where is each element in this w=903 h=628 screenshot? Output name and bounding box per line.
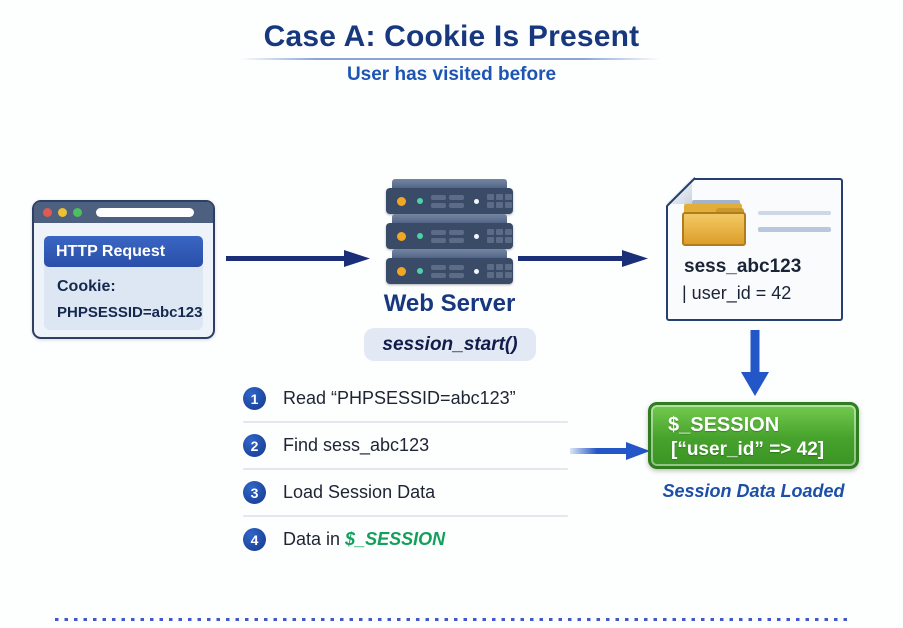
step-label: Find sess_abc123 (283, 435, 430, 455)
step-divider (243, 515, 568, 517)
browser-topbar (34, 202, 213, 223)
arrow-file-to-session-icon (741, 330, 769, 396)
session-variable: $_SESSION (668, 414, 780, 436)
browser-window: HTTP Request Cookie: PHPSESSID=abc123 (32, 200, 215, 339)
session-start-code: session_start() (364, 328, 536, 361)
arrow-server-to-file-icon (518, 250, 648, 267)
led-teal-icon (417, 198, 423, 204)
step-label: Read “PHPSESSID=abc123” (283, 388, 516, 408)
led-teal-icon (417, 268, 423, 274)
led-white-icon (474, 268, 479, 274)
http-request-banner: HTTP Request (44, 236, 203, 267)
bottom-dotted-divider (55, 618, 850, 621)
session-file-card: sess_abc123 | user_id = 42 (666, 177, 843, 321)
session-caption: Session Data Loaded (662, 481, 845, 501)
folder-icon (682, 200, 748, 246)
step-label: Data in $_SESSION (283, 529, 446, 549)
step-item: 3 Load Session Data (243, 470, 568, 515)
http-request-card: HTTP Request Cookie: PHPSESSID=abc123 (44, 236, 203, 330)
step-item: 4 Data in $_SESSION (243, 517, 568, 562)
step-number-badge: 4 (243, 528, 266, 551)
server-unit (386, 214, 513, 249)
file-text-line (758, 227, 831, 232)
server-unit (386, 179, 513, 214)
led-white-icon (474, 198, 479, 204)
server-unit (386, 249, 513, 284)
led-teal-icon (417, 233, 423, 239)
led-amber-icon (397, 231, 406, 241)
led-amber-icon (397, 196, 406, 206)
arrow-steps-to-session-icon (570, 442, 650, 460)
title-divider (240, 58, 660, 60)
traffic-light-yellow-icon (58, 208, 67, 217)
step-item: 1 Read “PHPSESSID=abc123” (243, 376, 568, 421)
page-title: Case A: Cookie Is Present (263, 20, 640, 53)
traffic-light-green-icon (73, 208, 82, 217)
session-value: [“user_id” => 42] (671, 439, 825, 460)
session-filename: sess_abc123 (684, 256, 802, 277)
traffic-light-red-icon (43, 208, 52, 217)
step-number-badge: 1 (243, 387, 266, 410)
step-number-badge: 2 (243, 434, 266, 457)
cookie-label: Cookie: (57, 278, 116, 295)
file-text-line (758, 211, 831, 215)
step-item: 2 Find sess_abc123 (243, 423, 568, 468)
session-superglobal-box: $_SESSION [“user_id” => 42] (648, 402, 859, 469)
step-divider (243, 468, 568, 470)
step-label: Load Session Data (283, 482, 436, 502)
server-rack-icon (386, 179, 513, 284)
led-white-icon (474, 233, 479, 239)
step-number-badge: 3 (243, 481, 266, 504)
address-bar (96, 208, 194, 217)
web-server-label: Web Server (383, 290, 516, 317)
session-file-content: | user_id = 42 (682, 283, 792, 303)
arrow-browser-to-server-icon (226, 250, 370, 267)
page-subtitle: User has visited before (346, 64, 557, 85)
steps-list: 1 Read “PHPSESSID=abc123” 2 Find sess_ab… (243, 376, 568, 562)
cookie-value: PHPSESSID=abc123 (57, 304, 203, 321)
step-divider (243, 421, 568, 423)
led-amber-icon (397, 266, 406, 276)
